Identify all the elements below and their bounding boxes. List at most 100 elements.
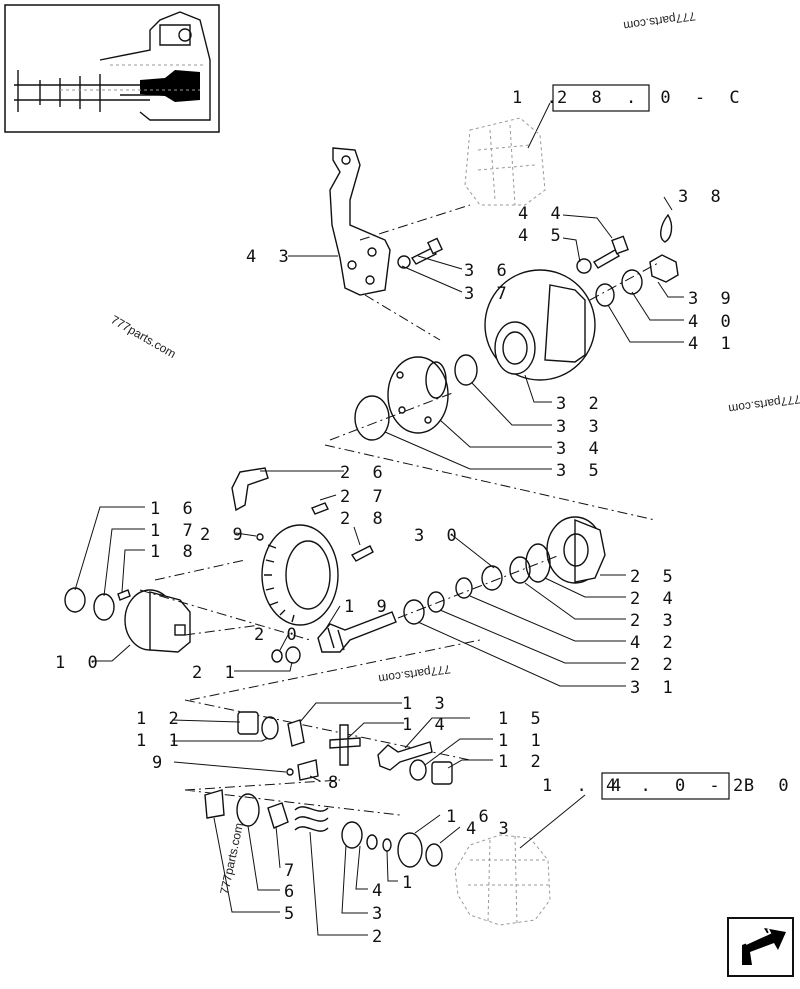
- callout-7: 7: [284, 861, 300, 881]
- plate-26: [231, 467, 269, 512]
- callout-34: 3 4: [556, 439, 605, 459]
- callout-16: 1 6: [150, 499, 199, 519]
- callout-29: 2 9: [200, 525, 249, 545]
- callout-labels: 4 3 3 6 3 7 4 4 4 5 3 8 3 9 4 0 4 1 3 2 …: [55, 187, 737, 947]
- callout-4: 4: [372, 881, 388, 901]
- callout-44: 4 4: [518, 204, 567, 224]
- callout-32: 3 2: [556, 394, 605, 414]
- callout-25: 2 5: [630, 567, 679, 587]
- washer-11b: [409, 759, 427, 781]
- bearing-cage-25: [546, 516, 606, 584]
- bearing-cup-16: [64, 587, 86, 613]
- callout-37: 3 7: [464, 284, 513, 304]
- arrow-next-page-icon[interactable]: [727, 917, 794, 977]
- reference-link-28-0-c[interactable]: 1 . 2 8 . 0 - C: [512, 84, 747, 149]
- output-flange: [484, 269, 596, 381]
- callout-20: 2 0: [254, 625, 303, 645]
- callout-10: 1 0: [55, 653, 104, 673]
- callout-11: 1 1: [498, 731, 547, 751]
- pin-9: [286, 768, 294, 776]
- callout-43: 4 3: [246, 247, 295, 267]
- ring-31: [403, 599, 425, 625]
- ring-21: [271, 649, 283, 663]
- differential-case: [124, 589, 191, 653]
- crown-wheel: [261, 524, 339, 626]
- callout-28: 2 8: [340, 509, 389, 529]
- shim-30: [481, 565, 503, 591]
- callout-38: 3 8: [678, 187, 727, 207]
- watermark: 777parts.com: [623, 9, 697, 33]
- o-ring-35: [354, 395, 390, 441]
- ref-code: 4 . 0 - B 0: [606, 776, 796, 796]
- pin-18: [117, 589, 131, 601]
- callout-27: 2 7: [340, 487, 389, 507]
- callout-45: 4 5: [518, 226, 567, 246]
- assembly-locator-thumbnail: [4, 4, 220, 133]
- watermark-partial: 777parts.com: [728, 392, 800, 416]
- leader-lines: [74, 196, 684, 936]
- bearing-5: [204, 789, 225, 819]
- callout-19: 1 9: [344, 597, 393, 617]
- bolt-28: [350, 545, 374, 562]
- snap-ring-24: [525, 543, 551, 583]
- housing-phantom: [464, 117, 546, 206]
- washer-11: [261, 716, 279, 740]
- bolt-27: [311, 502, 329, 515]
- pinion-shaft: [317, 611, 397, 653]
- side-gear-13: [287, 719, 305, 747]
- callout-11: 1 1: [136, 731, 185, 751]
- callout-18: 1 8: [150, 542, 199, 562]
- axle-housing-phantom: [454, 834, 551, 926]
- ref-prefix: 1 .: [512, 88, 564, 108]
- callout-42: 4 2: [630, 633, 679, 653]
- callout-36: 3 6: [464, 261, 513, 281]
- callout-5: 5: [284, 904, 300, 924]
- callout-35: 3 5: [556, 461, 605, 481]
- ref-suffix: 2: [733, 776, 750, 796]
- callout-17: 1 7: [150, 521, 199, 541]
- callout-1: 1: [402, 873, 418, 893]
- ring-3: [341, 821, 363, 849]
- seal-41: [595, 283, 615, 307]
- reference-link-44-0-b-02[interactable]: 1 . 4 4 . 0 - B 0 2: [519, 772, 796, 849]
- gear-7: [267, 802, 289, 829]
- bracket: [329, 147, 391, 296]
- callout-23: 2 3: [630, 611, 679, 631]
- callout-41: 4 1: [688, 334, 737, 354]
- washer-40: [621, 269, 643, 295]
- cup-16: [397, 832, 423, 868]
- nut-39: [649, 254, 679, 283]
- callout-13: 1 3: [402, 694, 451, 714]
- seal-43: [425, 843, 443, 867]
- bushing-12b: [431, 761, 453, 785]
- cup-6: [236, 793, 260, 827]
- callout-3: 3: [372, 904, 388, 924]
- callout-15: 1 5: [498, 709, 547, 729]
- callout-30: 3 0: [414, 526, 463, 546]
- callout-9: 9: [152, 753, 168, 773]
- watermark: 777parts.com: [109, 312, 179, 360]
- callout-12: 1 2: [136, 709, 185, 729]
- callout-40: 4 0: [688, 312, 737, 332]
- spider-14: [329, 724, 361, 766]
- callout-16: 1 6: [446, 807, 495, 827]
- callout-6: 6: [284, 882, 300, 902]
- callout-31: 3 1: [630, 678, 679, 698]
- spacer-42: [455, 577, 473, 599]
- ref-code: 2 8 . 0 - C: [557, 88, 747, 108]
- ring-1: [382, 838, 392, 852]
- callout-8: 8: [328, 773, 344, 793]
- callout-33: 3 3: [556, 417, 605, 437]
- plug-29: [256, 533, 264, 541]
- ring-4: [366, 834, 378, 850]
- spring-2: [294, 806, 329, 832]
- shaft-15: [377, 741, 433, 771]
- bearing-housing-34: [387, 356, 449, 434]
- callout-22: 2 2: [630, 655, 679, 675]
- callout-2: 2: [372, 927, 388, 947]
- callout-26: 2 6: [340, 463, 389, 483]
- callout-24: 2 4: [630, 589, 679, 609]
- callout-43: 4 3: [466, 819, 515, 839]
- bearing-22: [427, 591, 445, 613]
